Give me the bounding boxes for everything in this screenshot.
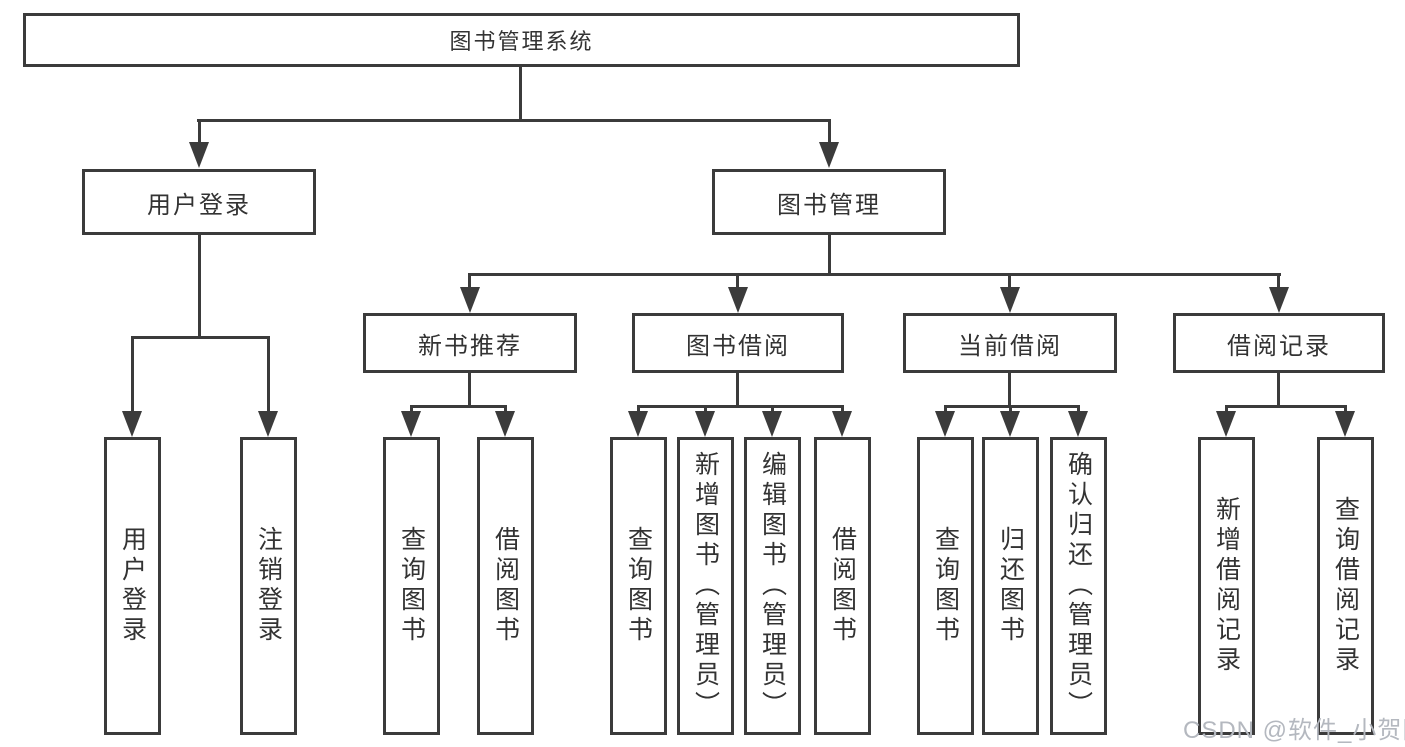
connector-stub [841,405,844,411]
leaf-query-books-current: 查询图书 [917,437,974,735]
leaf-add-borrow-record: 新增借阅记录 [1198,437,1255,735]
arrow-down-icon [819,142,839,168]
node-label: 借阅记录 [1227,332,1331,360]
node-label: 查询图书 [624,526,653,646]
connector-stub [1009,405,1012,411]
connector-drop [1008,373,1011,405]
arrow-down-icon [460,287,480,313]
node-label: 新增图书（管理员） [691,451,720,721]
node-label: 图书借阅 [686,332,790,360]
node-label: 新增借阅记录 [1212,496,1241,676]
leaf-confirm-return-admin: 确认归还（管理员） [1050,437,1107,735]
connector-stub [736,273,739,287]
leaf-borrow-books-borrowing: 借阅图书 [814,437,871,735]
arrow-down-icon [1068,411,1088,437]
connector-stub [1077,405,1080,411]
leaf-user-login: 用户登录 [104,437,161,735]
node-label: 查询图书 [931,526,960,646]
leaf-borrow-books-recommend: 借阅图书 [477,437,534,735]
connector-drop [736,373,739,405]
leaf-logout: 注销登录 [240,437,297,735]
connector-stub [1277,273,1280,287]
connector-drop [468,373,471,405]
connector-stub [468,273,471,287]
node-label: 用户登录 [118,526,147,646]
leaf-add-book-admin: 新增图书（管理员） [677,437,734,735]
leaf-query-books-borrowing: 查询图书 [610,437,667,735]
connector-stub [637,405,640,411]
connector-stub [410,405,413,411]
connector-root-drop [519,67,522,119]
arrow-down-icon [258,411,278,437]
connector-bar [637,405,844,408]
node-label: 图书管理系统 [449,29,594,54]
connector-userlogin-drop [198,235,201,336]
node-label: 注销登录 [254,526,283,646]
connector-bar [1225,405,1347,408]
leaf-query-books-recommend: 查询图书 [383,437,440,735]
node-label: 借阅图书 [491,526,520,646]
connector-bar [944,405,1080,408]
arrow-down-icon [401,411,421,437]
connector-stub [1008,273,1011,287]
arrow-down-icon [122,411,142,437]
arrow-down-icon [832,411,852,437]
node-borrowing-records: 借阅记录 [1173,313,1385,373]
csdn-watermark: CSDN @软件_小贺同学 [1183,717,1405,744]
node-label: 归还图书 [996,526,1025,646]
connector-stub [198,119,201,142]
node-new-book-recommend: 新书推荐 [363,313,577,373]
connector-userlogin-bar [131,336,270,339]
arrow-down-icon [189,142,209,168]
node-label: 用户登录 [147,191,251,219]
node-label: 图书管理 [777,191,881,219]
connector-bar [410,405,507,408]
connector-stub [504,405,507,411]
arrow-down-icon [728,287,748,313]
connector-stub [131,336,134,411]
connector-stub [1225,405,1228,411]
arrow-down-icon [762,411,782,437]
arrow-down-icon [495,411,515,437]
connector-stub [704,405,707,411]
node-label: 当前借阅 [958,332,1062,360]
arrow-down-icon [695,411,715,437]
connector-drop [1277,373,1280,405]
arrow-down-icon [1216,411,1236,437]
connector-bookmgmt-drop [828,235,831,273]
node-label: 编辑图书（管理员） [758,451,787,721]
node-label: 查询图书 [397,526,426,646]
connector-level3-bar [468,273,1281,276]
connector-stub [828,119,831,142]
node-label: 新书推荐 [418,332,522,360]
arrow-down-icon [1000,287,1020,313]
connector-stub [944,405,947,411]
connector-stub [1344,405,1347,411]
arrow-down-icon [1269,287,1289,313]
connector-level1-bar [197,119,831,122]
arrow-down-icon [1335,411,1355,437]
connector-stub [771,405,774,411]
node-label: 确认归还（管理员） [1064,451,1093,721]
leaf-return-book: 归还图书 [982,437,1039,735]
node-library-system: 图书管理系统 [23,13,1020,67]
leaf-query-borrow-record: 查询借阅记录 [1317,437,1374,735]
node-label: 借阅图书 [828,526,857,646]
leaf-edit-book-admin: 编辑图书（管理员） [744,437,801,735]
node-label: 查询借阅记录 [1331,496,1360,676]
arrow-down-icon [628,411,648,437]
arrow-down-icon [1000,411,1020,437]
arrow-down-icon [935,411,955,437]
node-current-borrowing: 当前借阅 [903,313,1117,373]
node-book-management: 图书管理 [712,169,946,235]
node-user-login: 用户登录 [82,169,316,235]
node-book-borrowing: 图书借阅 [632,313,844,373]
connector-stub [267,336,270,411]
